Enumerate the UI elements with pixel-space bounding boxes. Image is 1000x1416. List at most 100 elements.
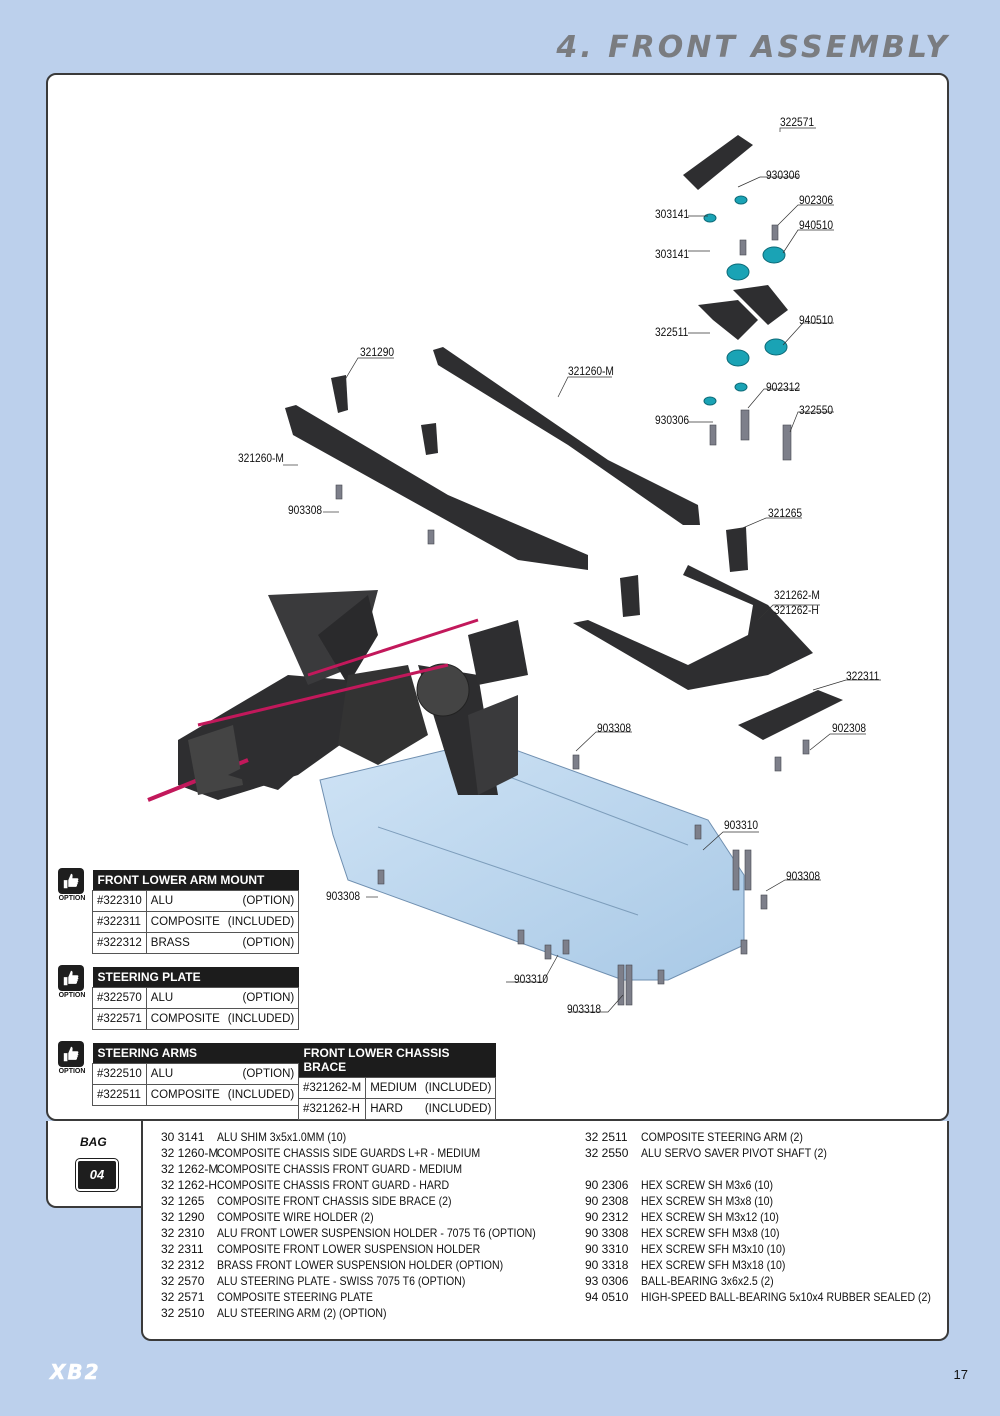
callout-321260-m: 321260-M bbox=[568, 364, 614, 378]
callout-903310: 903310 bbox=[724, 818, 759, 832]
callout-321262-h: 321262-H bbox=[774, 603, 819, 617]
bag-number: 04 bbox=[75, 1158, 119, 1192]
thumbs-up-icon bbox=[63, 873, 79, 889]
callout-902306: 902306 bbox=[799, 193, 834, 207]
callout-303141: 303141 bbox=[655, 247, 690, 261]
page-number: 17 bbox=[953, 1367, 968, 1382]
callout-321262-m: 321262-M bbox=[774, 588, 820, 602]
callout-903318: 903318 bbox=[567, 1002, 602, 1016]
bag-indicator: BAG 04 bbox=[46, 1121, 141, 1208]
option-caption: OPTION bbox=[58, 992, 86, 999]
bearings bbox=[703, 195, 788, 406]
exploded-diagram bbox=[147, 127, 881, 1013]
callout-903308: 903308 bbox=[326, 889, 361, 903]
front-lower-suspension-holder bbox=[738, 690, 843, 740]
callout-903308: 903308 bbox=[288, 503, 323, 517]
chassis-plate bbox=[319, 739, 745, 981]
callout-322550: 322550 bbox=[799, 403, 834, 417]
xb2-logo: XB2 bbox=[48, 1362, 101, 1382]
callout-930306: 930306 bbox=[655, 413, 690, 427]
side-guard-left bbox=[285, 405, 588, 570]
page-title: 4. FRONT ASSEMBLY bbox=[556, 30, 950, 65]
callout-940510: 940510 bbox=[799, 218, 834, 232]
thumbs-up-icon bbox=[63, 970, 79, 986]
callout-321265: 321265 bbox=[768, 506, 803, 520]
option-badge: OPTION bbox=[58, 1041, 86, 1075]
option-badge: OPTION bbox=[58, 868, 86, 902]
callout-903308: 903308 bbox=[597, 721, 632, 735]
side-guard-right bbox=[433, 347, 700, 525]
option-caption: OPTION bbox=[58, 895, 86, 902]
side-brace-1 bbox=[726, 527, 748, 572]
option-badge: OPTION bbox=[58, 965, 86, 999]
option-caption: OPTION bbox=[58, 1068, 86, 1075]
table-title: STEERING ARMS bbox=[92, 1043, 299, 1064]
wire-holder-2 bbox=[421, 423, 438, 455]
steering-arm-2 bbox=[733, 285, 788, 325]
bag-label: BAG bbox=[80, 1135, 107, 1149]
callout-930306: 930306 bbox=[766, 168, 801, 182]
logo-text: XB2 bbox=[48, 1362, 101, 1382]
thumbs-up-icon bbox=[63, 1046, 79, 1062]
callout-321290: 321290 bbox=[360, 345, 395, 359]
assembly-panel: 322571 930306 303141 902306 940510 30314… bbox=[46, 73, 949, 1121]
callout-303141: 303141 bbox=[655, 207, 690, 221]
callout-903308: 903308 bbox=[786, 869, 821, 883]
callout-902312: 902312 bbox=[766, 380, 801, 394]
callout-940510: 940510 bbox=[799, 313, 834, 327]
table-title: FRONT LOWER CHASSIS BRACE bbox=[298, 1043, 496, 1078]
callout-321260-m: 321260-M bbox=[238, 451, 284, 465]
callout-322311: 322311 bbox=[846, 669, 880, 683]
screws bbox=[335, 224, 810, 1006]
table-title: STEERING PLATE bbox=[92, 967, 299, 988]
callout-903310: 903310 bbox=[514, 972, 549, 986]
front-chassis-guard bbox=[573, 565, 813, 690]
callout-322571: 322571 bbox=[780, 115, 815, 129]
front-suspension-assembly bbox=[147, 590, 528, 802]
callout-322511: 322511 bbox=[655, 325, 689, 339]
side-brace-2 bbox=[620, 575, 640, 617]
table-title: FRONT LOWER ARM MOUNT bbox=[92, 870, 299, 891]
wire-holder-1 bbox=[331, 375, 348, 413]
steering-arm-1 bbox=[698, 300, 758, 340]
steering-plate bbox=[683, 135, 753, 190]
callout-902308: 902308 bbox=[832, 721, 867, 735]
